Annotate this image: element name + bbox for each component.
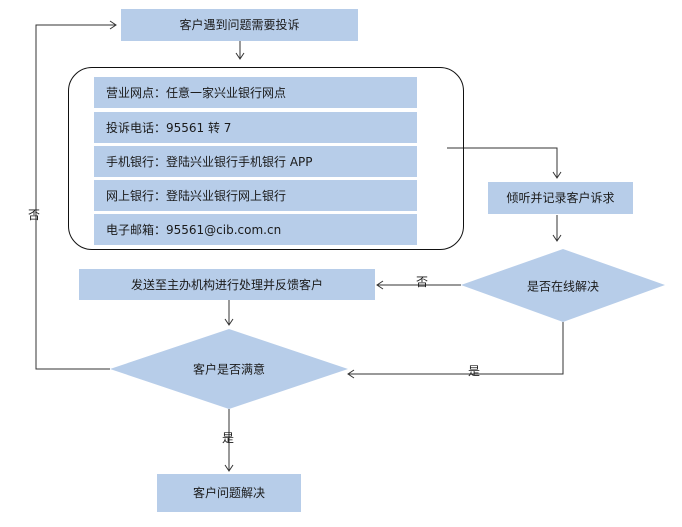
channel-email-label: 电子邮箱：95561@cib.com.cn: [106, 222, 282, 237]
resolved-node-label: 客户问题解决: [192, 486, 265, 500]
online-decision-label: 是否在线解决: [526, 279, 600, 294]
connector-satisfied-no: [35, 24, 116, 370]
listen-node: 倾听并记录客户诉求: [488, 182, 633, 214]
arrowhead-satisfied: [224, 318, 234, 326]
channel-email: 电子邮箱：95561@cib.com.cn: [94, 214, 417, 245]
edge-label-online-yes: 是: [468, 364, 481, 378]
arrowhead-start: [109, 20, 117, 30]
arrowhead-resolved: [224, 464, 234, 472]
satisfied-decision-diamond: [110, 329, 348, 409]
start-node: 客户遇到问题需要投诉: [121, 9, 358, 41]
channel-branch: 营业网点：任意一家兴业银行网点: [94, 77, 417, 108]
arrowhead-satisfied-from-yes: [347, 369, 355, 379]
channel-online-banking-label: 网上银行：登陆兴业银行网上银行: [106, 188, 287, 203]
start-node-label: 客户遇到问题需要投诉: [179, 18, 300, 32]
edge-label-satisfied-no: 否: [28, 208, 41, 222]
arrowhead-channels: [235, 52, 245, 60]
channel-phone-label: 投诉电话：95561 转 7: [106, 120, 232, 135]
satisfied-decision-label: 客户是否满意: [192, 362, 266, 377]
forward-node: 发送至主办机构进行处理并反馈客户: [79, 269, 375, 300]
channel-online-banking: 网上银行：登陆兴业银行网上银行: [94, 180, 417, 211]
listen-node-label: 倾听并记录客户诉求: [506, 191, 615, 205]
arrowhead-online-decision: [552, 234, 562, 242]
arrowhead-listen: [552, 171, 562, 179]
resolved-node: 客户问题解决: [157, 474, 301, 512]
edge-label-online-no: 否: [416, 275, 429, 289]
connector-channels-to-listen: [447, 147, 558, 177]
channel-branch-label: 营业网点：任意一家兴业银行网点: [106, 85, 287, 100]
channel-mobile-banking: 手机银行：登陆兴业银行手机银行 APP: [94, 146, 417, 177]
channel-mobile-banking-label: 手机银行：登陆兴业银行手机银行 APP: [106, 154, 313, 169]
complaint-channels-group: [68, 67, 464, 250]
online-decision-diamond: [461, 249, 665, 322]
forward-node-label: 发送至主办机构进行处理并反馈客户: [130, 277, 323, 292]
channel-phone: 投诉电话：95561 转 7: [94, 112, 417, 143]
connector-online-yes: [348, 322, 564, 375]
arrowhead-forward: [376, 280, 384, 290]
edge-label-satisfied-yes: 是: [222, 431, 235, 445]
